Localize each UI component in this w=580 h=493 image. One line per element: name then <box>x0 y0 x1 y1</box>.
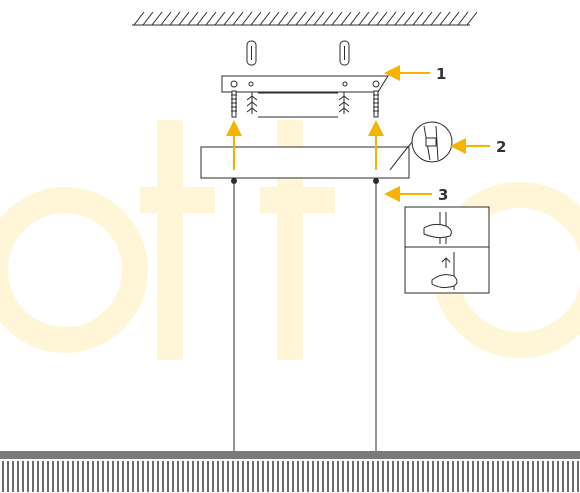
canopy-box <box>200 146 410 179</box>
callout-number-2: 2 <box>496 138 506 156</box>
threaded-stud-left <box>231 90 237 118</box>
ground-band <box>0 451 580 459</box>
wall-anchor-right <box>338 92 350 114</box>
threaded-stud-right <box>373 90 379 118</box>
mounting-plate <box>221 75 389 93</box>
wall-anchor-left <box>246 92 258 114</box>
callout-pointers <box>384 65 490 202</box>
suspension-cables <box>231 178 379 452</box>
ceiling-screw-left <box>246 40 257 66</box>
ceiling-hatch-strokes <box>133 11 478 26</box>
assembly-arrows <box>226 120 384 170</box>
callout-number-3: 3 <box>438 186 448 204</box>
cable-adjust-detail <box>404 206 490 294</box>
callout-number-1: 1 <box>436 65 446 83</box>
ground-stripes <box>2 461 579 492</box>
center-bracket <box>258 92 338 118</box>
ceiling-screw-right <box>339 40 350 66</box>
